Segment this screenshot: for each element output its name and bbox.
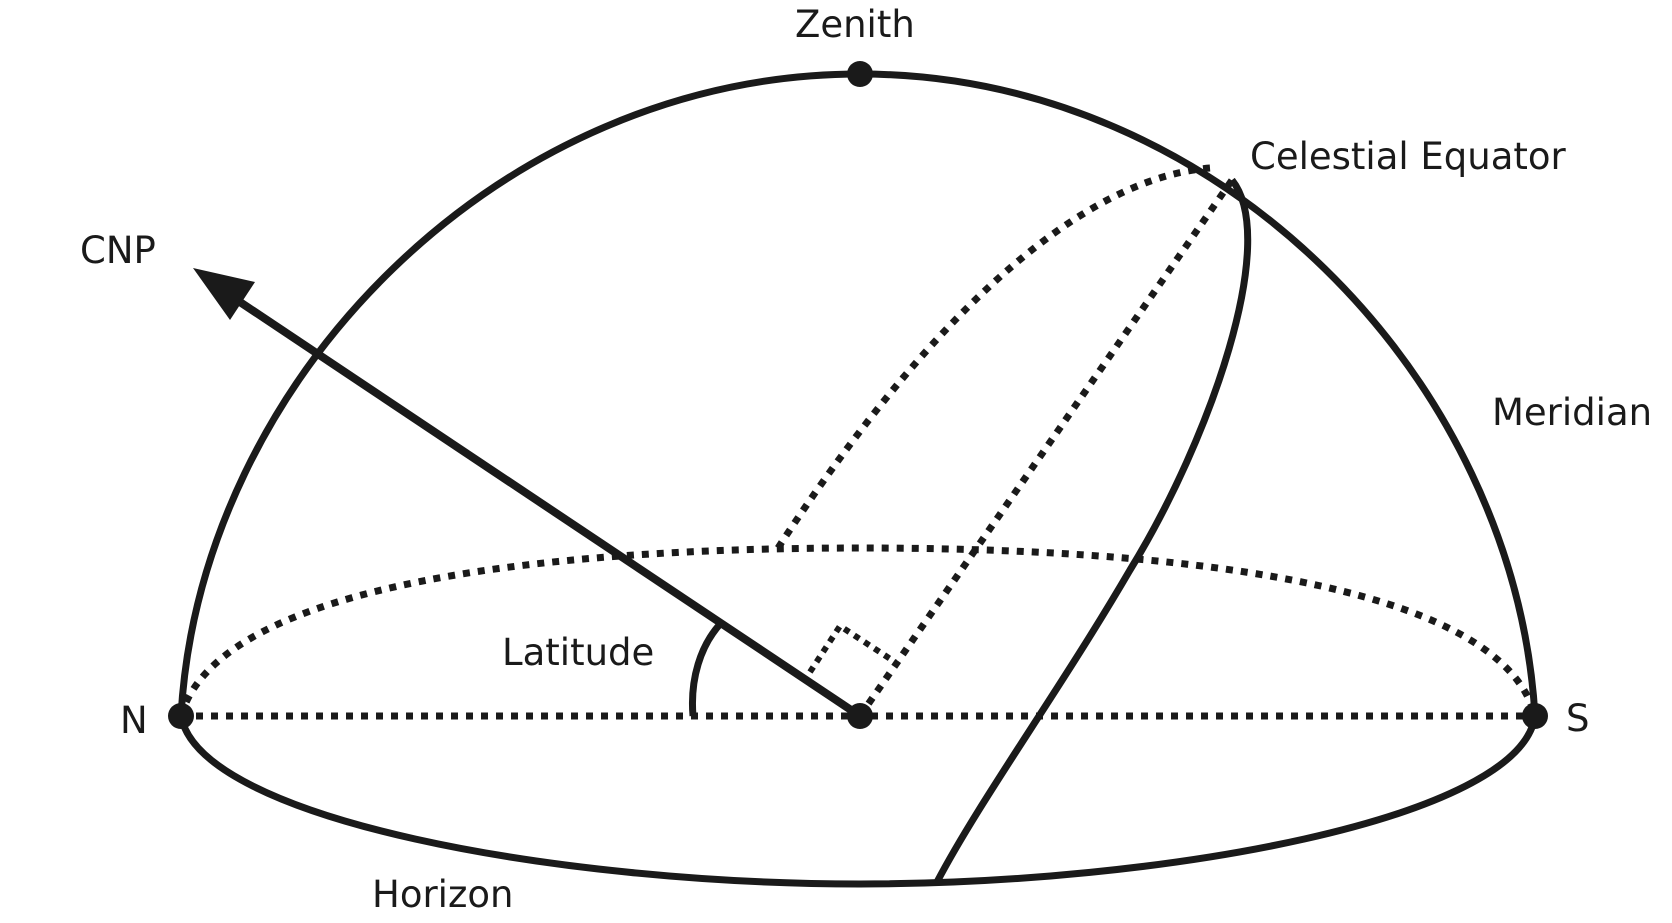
- cnp-axis-line: [219, 286, 863, 720]
- equator-radius-dotted: [857, 178, 1235, 718]
- meridian-label: Meridian: [1492, 391, 1653, 434]
- zenith-label: Zenith: [795, 3, 915, 46]
- horizon-front: [177, 715, 1539, 888]
- horizon-back-dotted: [177, 544, 1539, 717]
- celestial-equator-label: Celestial Equator: [1250, 135, 1566, 178]
- south-label: S: [1566, 697, 1590, 740]
- center-point: [847, 703, 873, 729]
- celestial-equator-back-dotted: [775, 164, 1211, 550]
- cnp-label: CNP: [80, 229, 156, 272]
- north-label: N: [120, 699, 148, 742]
- north-point: [168, 703, 194, 729]
- celestial-equator-front: [933, 177, 1252, 884]
- horizon-label: Horizon: [372, 873, 514, 916]
- south-point: [1522, 703, 1548, 729]
- cnp-arrowhead: [193, 268, 255, 320]
- latitude-label: Latitude: [502, 631, 655, 674]
- zenith-point: [847, 61, 873, 87]
- latitude-arc: [689, 619, 725, 717]
- right-angle-marker: [807, 621, 897, 674]
